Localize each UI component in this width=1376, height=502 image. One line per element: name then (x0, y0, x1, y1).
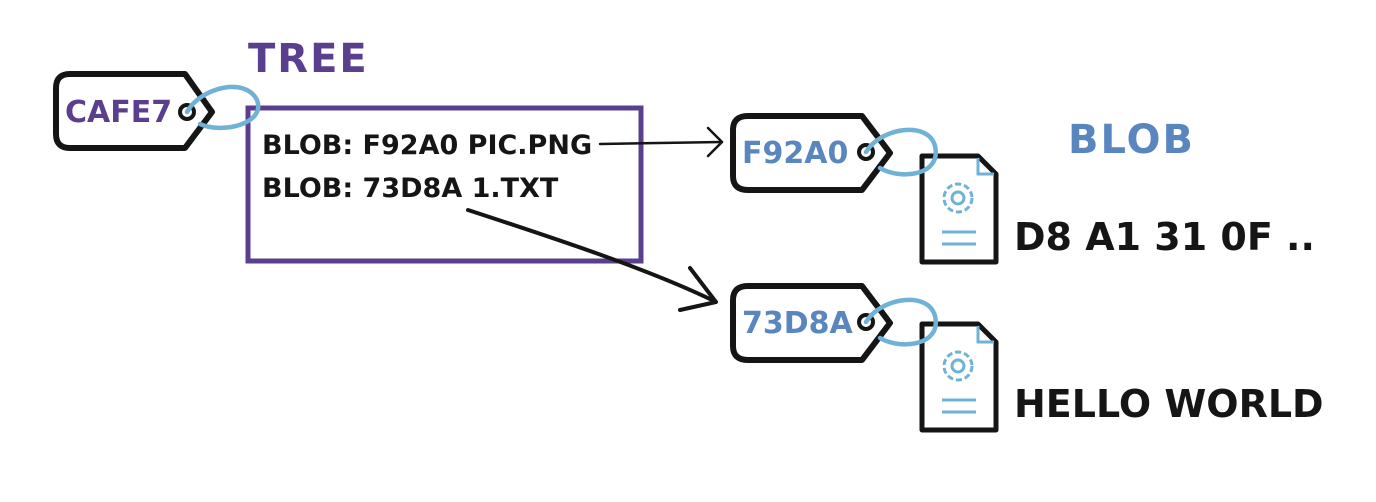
blob-tag-id: 73D8A (742, 306, 854, 341)
blob-tag-loop (863, 297, 938, 347)
document-icon (919, 153, 999, 265)
tree-entry-1: BLOB: F92A0 PIC.PNG (262, 130, 592, 161)
gear-icon (942, 182, 974, 214)
tree-tag: CAFE7 (53, 71, 215, 151)
tag-icon (730, 283, 893, 363)
blob-heading: BLOB (1068, 117, 1195, 163)
document-icon (919, 321, 999, 433)
blob-content: D8 A1 31 0F .. (1014, 215, 1315, 259)
blob-item-1: F92A0 D8 A1 31 0F .. (730, 113, 1315, 265)
arrow-to-73d8a (466, 208, 718, 312)
tree-heading: TREE (248, 36, 369, 82)
blob-tag-id: F92A0 (742, 136, 848, 171)
arrow-to-f92a0 (598, 126, 724, 158)
tree-entry-2: BLOB: 73D8A 1.TXT (262, 173, 559, 204)
blob-content: HELLO WORLD (1014, 382, 1324, 426)
tree-box (245, 105, 644, 264)
tag-icon (53, 71, 215, 151)
blob-item-2: 73D8A HELLO WORLD (730, 283, 1324, 433)
blob-tag-loop (863, 127, 938, 177)
tag-icon (730, 113, 893, 193)
gear-icon (942, 350, 974, 382)
tree-tag-id: CAFE7 (65, 95, 172, 130)
tree-tag-loop (184, 84, 261, 131)
